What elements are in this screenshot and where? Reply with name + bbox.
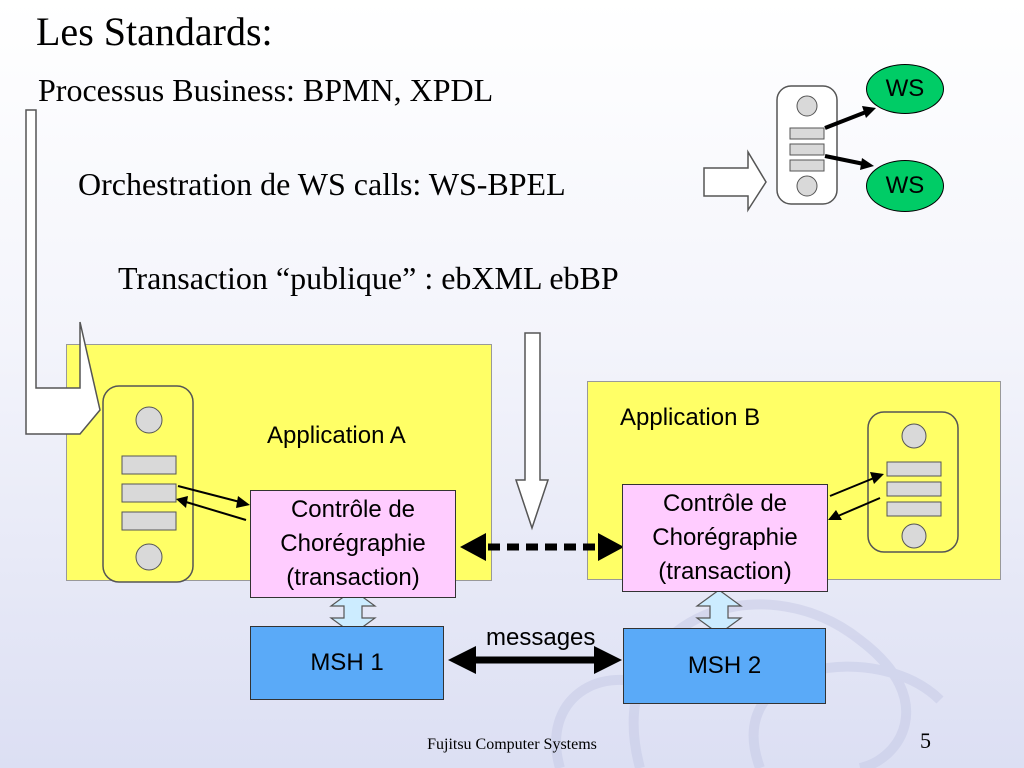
messages-label: messages [486,624,596,651]
bullet-transaction: Transaction “publique” : ebXML ebBP [118,260,619,296]
process-icon-a [102,385,194,583]
choreography-control-a: Contrôle de Chorégraphie (transaction) [250,490,456,598]
ws-top-bubble: WS [866,64,944,114]
bpmn-flow-arrow [25,109,101,435]
choreography-link-arrow [460,533,624,561]
msh-1-box: MSH 1 [250,626,444,700]
ws-process-icon [776,85,838,205]
ws-bottom-bubble: WS [866,160,944,212]
bpel-right-arrow [703,149,767,213]
choreography-control-b: Contrôle de Chorégraphie (transaction) [622,484,828,592]
ebbp-down-arrow [514,332,550,531]
process-icon-b [867,411,959,553]
application-a-label: Application A [267,422,406,449]
slide-title: Les Standards: [36,9,273,54]
msh-2-box: MSH 2 [623,628,826,704]
footer-text: Fujitsu Computer Systems [427,736,597,753]
page-number: 5 [920,728,931,753]
slide-subtitle: Processus Business: BPMN, XPDL [38,72,494,108]
bullet-orchestration: Orchestration de WS calls: WS-BPEL [78,166,566,202]
application-b-label: Application B [620,404,761,431]
messages-arrow [448,646,622,674]
